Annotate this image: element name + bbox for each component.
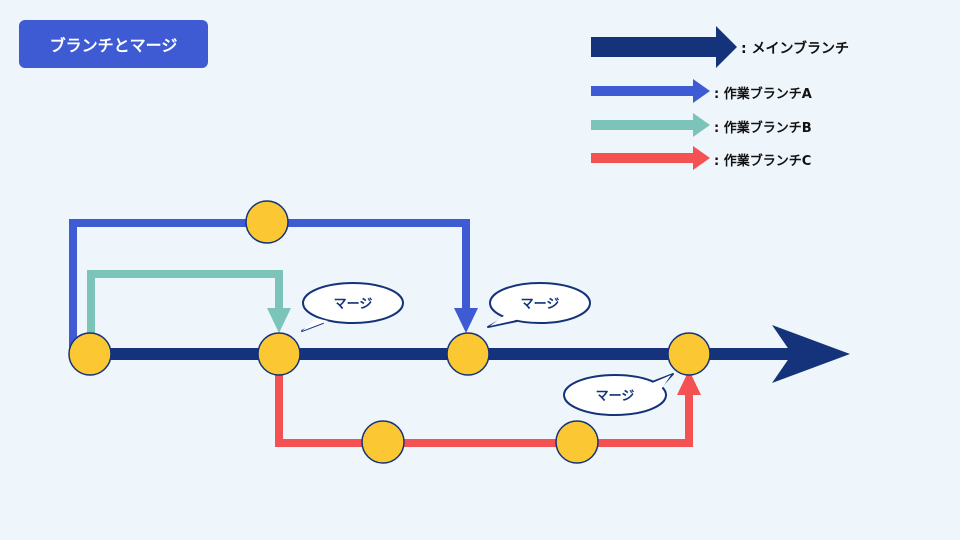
commit-node-branch-a (245, 200, 289, 244)
branch-a-arrowhead (454, 308, 478, 333)
merge-label-3: マージ (596, 389, 635, 404)
main-branch-arrowhead (772, 325, 850, 383)
commit-node-branch-c-2 (555, 420, 599, 464)
legend-label-a: : 作業ブランチA (714, 87, 812, 102)
legend-arrow-b (591, 113, 710, 137)
merge-label-2: マージ (521, 297, 560, 312)
merge-bubble-3: マージ (563, 373, 674, 416)
legend-label-main: : メインブランチ (741, 41, 850, 57)
page-title: ブランチとマージ (19, 20, 208, 68)
commit-node-main-3 (446, 332, 490, 376)
legend-arrow-main (591, 26, 737, 68)
legend-arrow-a (591, 79, 710, 103)
branch-b-arrowhead (267, 308, 291, 333)
legend-label-b: : 作業ブランチB (714, 121, 812, 136)
legend-arrow-c (591, 146, 710, 170)
branch-b-line (87, 270, 283, 352)
commit-node-main-2 (257, 332, 301, 376)
branch-c-arrowhead (677, 370, 701, 395)
merge-bubble-1: マージ (301, 282, 404, 332)
merge-bubble-2: マージ (487, 282, 591, 328)
commit-node-branch-c-1 (361, 420, 405, 464)
branch-c-line (275, 352, 693, 447)
merge-label-1: マージ (334, 297, 373, 312)
legend-label-c: : 作業ブランチC (714, 154, 812, 169)
commit-node-main-1 (68, 332, 112, 376)
commit-node-main-4 (667, 332, 711, 376)
